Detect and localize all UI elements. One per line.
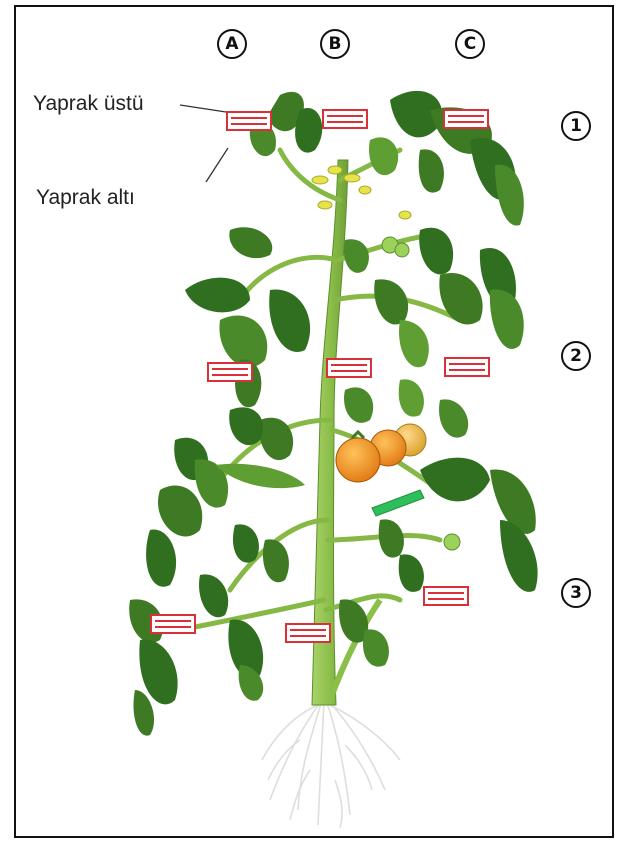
sample-tag-row3-col-a	[150, 614, 196, 634]
sample-tag-row2-col-c	[444, 357, 490, 377]
green-marker-tape	[372, 490, 424, 516]
sample-tag-row2-col-a	[207, 362, 253, 382]
row-marker-2: 2	[561, 341, 591, 371]
roots	[262, 700, 400, 828]
sample-tag-row1-col-c	[443, 109, 489, 129]
sample-tag-row3-col-c	[423, 586, 469, 606]
column-marker-c: C	[455, 29, 485, 59]
sample-tag-row1-col-b	[322, 109, 368, 129]
column-marker-b: B	[320, 29, 350, 59]
lower-left-leaves	[129, 407, 305, 735]
column-marker-a: A	[217, 29, 247, 59]
row-marker-1: 1	[561, 111, 591, 141]
sample-tag-row3-col-b	[285, 623, 331, 643]
label-leaf-top: Yaprak üstü	[33, 92, 144, 116]
label-leaf-bottom: Yaprak altı	[36, 186, 135, 210]
sample-tag-row1-col-a	[226, 111, 272, 131]
sample-tag-row2-col-b	[326, 358, 372, 378]
row-marker-3: 3	[561, 578, 591, 608]
label-pointer-lines	[180, 105, 228, 182]
